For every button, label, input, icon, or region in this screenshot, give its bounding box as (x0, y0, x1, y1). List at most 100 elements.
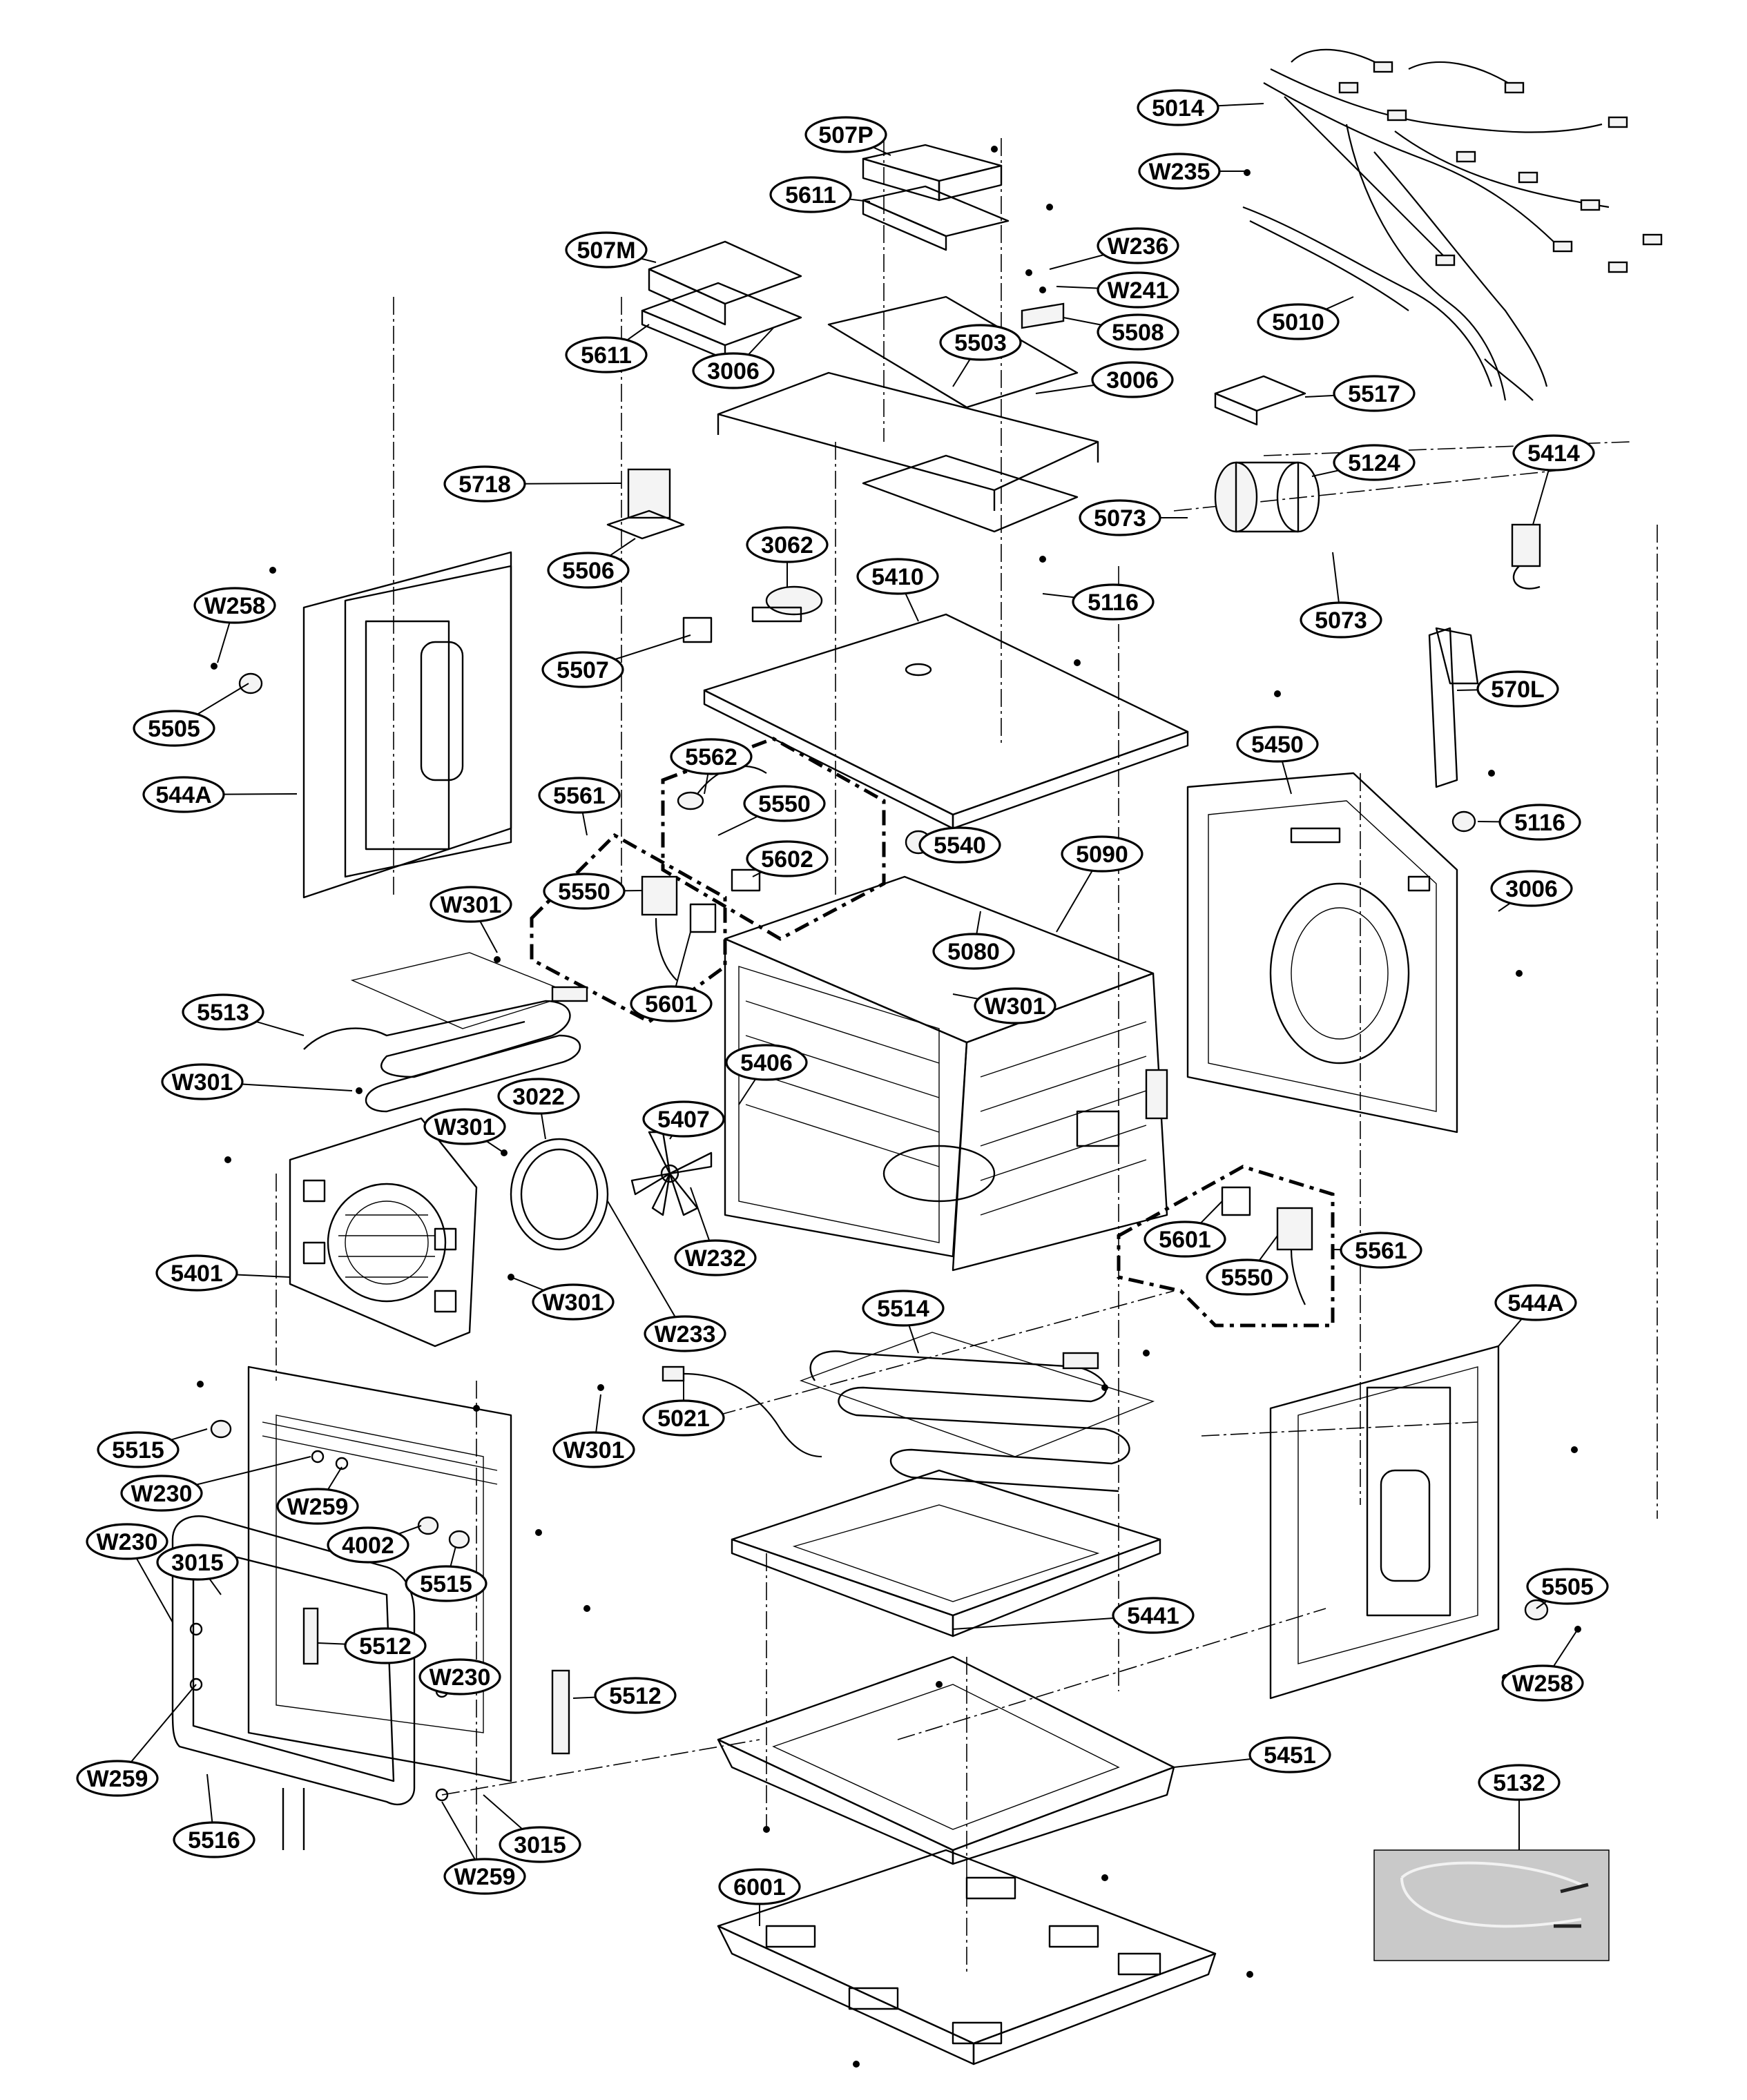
transformer-5718 (606, 468, 685, 540)
callout-label: W230 (131, 1481, 193, 1507)
callout-oval (692, 352, 775, 389)
callout-oval (327, 1526, 409, 1564)
callout-label: 5014 (1152, 95, 1204, 121)
callout-label: 5516 (188, 1827, 240, 1854)
callout-label: W301 (985, 993, 1046, 1020)
callout-label: 5132 (1493, 1770, 1545, 1796)
callout-5508: 5508 (1063, 313, 1179, 351)
callout-oval (642, 1399, 725, 1437)
callout-oval (443, 1858, 526, 1895)
door-frame-5516 (171, 1515, 416, 1850)
callout-oval (547, 552, 630, 589)
base-plate-6001 (717, 1849, 1217, 2065)
callout-label: 5512 (609, 1683, 662, 1709)
callout-label: W230 (97, 1529, 158, 1555)
callout-label: 3062 (761, 532, 813, 558)
callout-label: 5602 (761, 846, 813, 873)
callout-5611: 5611 (565, 324, 650, 373)
bracket-570L (1428, 627, 1479, 788)
callout-label: 5611 (785, 182, 836, 208)
callout-3022: 3022 (497, 1078, 580, 1140)
callout-5515: 5515 (97, 1428, 208, 1468)
callout-5611: 5611 (769, 176, 871, 213)
callout-w236: W236 (1049, 227, 1179, 270)
callout-label: 5116 (1514, 810, 1565, 836)
callout-oval (1143, 1221, 1226, 1258)
callout-label: W258 (1512, 1671, 1574, 1697)
callout-oval (429, 886, 512, 923)
callout-oval (856, 558, 939, 595)
bracket-5611-upper (862, 185, 1010, 251)
callout-label: 5515 (420, 1571, 472, 1597)
callout-4002: 4002 (327, 1525, 422, 1564)
callout-oval (1206, 1258, 1288, 1296)
control-box-507M (648, 240, 802, 326)
callout-oval (538, 777, 621, 814)
callout-label: 5506 (562, 558, 615, 584)
callout-5451: 5451 (1173, 1736, 1331, 1773)
broil-element-5513 (303, 952, 588, 1113)
callout-oval (1340, 1232, 1422, 1269)
callout-3006: 3006 (692, 327, 775, 389)
callout-label: W301 (434, 1114, 496, 1140)
callout-oval (670, 738, 753, 775)
callout-w230: W230 (418, 1658, 501, 1695)
callout-oval (1097, 227, 1179, 264)
callout-oval (193, 587, 276, 624)
callout-5515: 5515 (405, 1546, 488, 1602)
callout-label: 5513 (197, 1000, 249, 1026)
relay-5517 (1214, 375, 1306, 426)
callout-5601: 5601 (630, 931, 713, 1022)
callout-label: W259 (454, 1864, 516, 1890)
callout-oval (1061, 835, 1143, 873)
bottom-panel-5451 (717, 1655, 1175, 1865)
callout-label: 5116 (1088, 590, 1139, 616)
callout-oval (1526, 1568, 1609, 1605)
callout-label: 544A (1507, 1290, 1563, 1316)
callout-oval (182, 993, 264, 1031)
callout-oval (743, 785, 826, 822)
callout-label: 5073 (1315, 607, 1367, 634)
callout-3006: 3006 (1035, 361, 1174, 398)
callout-oval (746, 526, 829, 563)
callout-label: 5450 (1251, 732, 1304, 758)
callout-oval (499, 1826, 581, 1863)
callout-label: 5505 (1541, 1574, 1594, 1600)
fan-cover-5401 (289, 1117, 478, 1348)
side-panel-544A-right (1269, 1345, 1500, 1700)
callout-oval (1478, 1764, 1561, 1801)
callout-oval (543, 873, 626, 910)
callout-oval (161, 1063, 244, 1100)
callout-label: 5401 (171, 1261, 223, 1287)
callout-label: 5414 (1527, 440, 1580, 467)
callout-5506: 5506 (547, 538, 636, 589)
callout-label: 5073 (1094, 505, 1146, 532)
callout-label: 5550 (558, 879, 610, 905)
rear-panel-5450 (1186, 772, 1458, 1134)
callout-5073: 5073 (1079, 499, 1188, 536)
callout-label: 5410 (871, 564, 924, 590)
callout-5124: 5124 (1311, 444, 1416, 481)
callout-5116: 5116 (1042, 583, 1155, 621)
callout-5503: 5503 (939, 324, 1022, 387)
callout-label: 3006 (1106, 367, 1159, 393)
callout-oval (1512, 434, 1595, 471)
bracket-5507 (682, 616, 713, 643)
callout-oval (552, 1431, 635, 1468)
callout-w230: W230 (86, 1523, 173, 1623)
front-frame (247, 1365, 512, 1782)
callout-5512: 5512 (572, 1677, 677, 1714)
callout-label: W301 (563, 1437, 625, 1464)
callout-label: 5124 (1348, 450, 1400, 476)
callout-570l: 570L (1456, 670, 1559, 708)
convection-motor-5124 (1214, 461, 1320, 533)
callout-label: W236 (1108, 233, 1169, 260)
callout-label: 5406 (740, 1050, 793, 1076)
bake-element-5514 (799, 1332, 1155, 1493)
callout-oval (1112, 1597, 1195, 1634)
callout-oval (541, 651, 624, 688)
callout-5562: 5562 (670, 738, 753, 795)
callout-5116: 5116 (1477, 804, 1581, 841)
fastener-screws (189, 146, 1581, 2068)
convection-element-3022 (510, 1138, 609, 1251)
